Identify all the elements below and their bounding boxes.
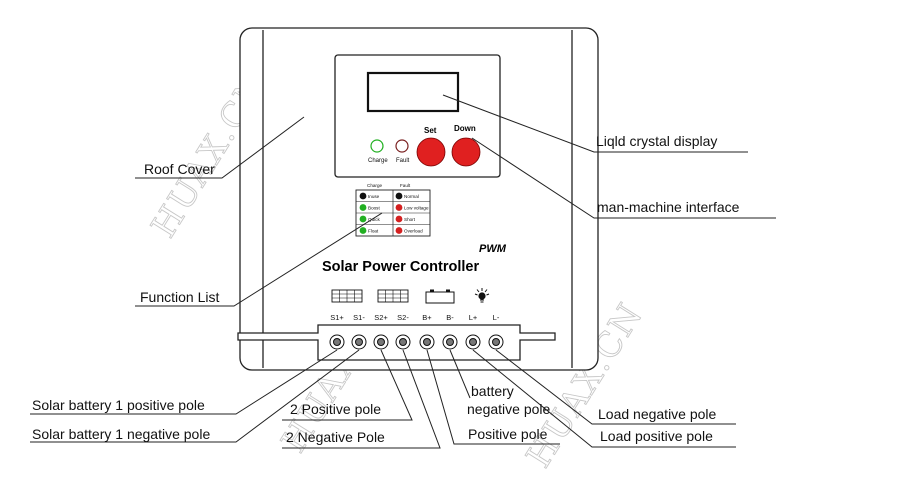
terminal-screw (465, 334, 481, 350)
terminal-label-l-neg: L- (493, 313, 500, 322)
quick-indicator-icon (359, 215, 367, 223)
leader-l-neg (495, 349, 736, 425)
battery-icon (425, 289, 455, 304)
callout-s1-neg: Solar battery 1 negative pole (32, 426, 210, 442)
callout-s2-neg: 2 Negative Pole (286, 429, 385, 445)
overload-indicator-icon (395, 227, 403, 234)
terminal-label-s1-neg: S1- (353, 313, 365, 322)
fault-label: Fault (396, 158, 410, 164)
callout-labels: Liqld crystal display man-machine interf… (32, 133, 740, 445)
normal-indicator-icon (395, 192, 403, 200)
function-list-header-fault: Fault (400, 183, 411, 188)
leader-s2-pos (282, 349, 413, 421)
function-row-1-left: Inuse (368, 194, 380, 199)
terminal-screw (419, 334, 435, 350)
leader-roof (135, 116, 305, 179)
callout-s1-pos: Solar battery 1 positive pole (32, 397, 205, 413)
leader-s2-neg (282, 349, 441, 449)
float-indicator-icon (359, 227, 367, 234)
fault-indicator-icon (395, 139, 409, 153)
leader-l-pos (472, 349, 736, 448)
down-button-label: Down (454, 124, 476, 133)
leader-lcd (442, 94, 748, 153)
callout-load-pos: Load positive pole (600, 428, 713, 444)
terminal-labels: S1+ S1- S2+ S2- B+ B- L+ L- (330, 313, 500, 322)
leader-lines (30, 94, 776, 449)
inuse-indicator-icon (359, 192, 367, 200)
set-button[interactable] (416, 137, 446, 167)
low-voltage-indicator-icon (395, 204, 403, 211)
lcd-screen (366, 71, 460, 113)
function-row-4-left: Float (368, 229, 379, 234)
leader-function-list (135, 212, 383, 307)
callout-hmi: man-machine interface (597, 199, 740, 215)
terminal-label-s2-pos: S2+ (374, 313, 388, 322)
callout-load-neg: Load negative pole (598, 406, 717, 422)
leader-b-neg (449, 349, 471, 399)
boost-indicator-icon (359, 204, 367, 211)
function-row-3-left: Quick (368, 217, 380, 222)
callout-battery-neg-line1: battery (471, 383, 514, 399)
leader-s1-neg (30, 349, 360, 443)
callout-s2-pos: 2 Positive pole (290, 401, 381, 417)
control-panel: Charge Fault Set Down (334, 54, 501, 178)
function-row-3-right: Short (404, 217, 416, 222)
leader-b-pos (426, 349, 560, 445)
charge-label: Charge (368, 158, 388, 164)
function-row-4-right: Overload (404, 229, 423, 234)
callout-battery-neg-line2: negative pole (467, 401, 551, 417)
down-button[interactable] (451, 137, 481, 167)
terminal-screw (329, 334, 345, 350)
pwm-label: PWM (479, 243, 507, 255)
terminal-label-l-pos: L+ (469, 313, 478, 322)
lamp-icon (474, 288, 490, 303)
solar-panel-2-icon (377, 289, 409, 303)
set-button-label: Set (424, 126, 437, 135)
callout-battery-pos: Positive pole (468, 426, 548, 442)
terminal-screw (373, 334, 389, 350)
terminal-label-b-neg: B- (446, 313, 454, 322)
terminal-label-s2-neg: S2- (397, 313, 409, 322)
terminal-label-b-pos: B+ (422, 313, 432, 322)
terminal-screw (488, 334, 504, 350)
function-row-2-left: Boost (368, 206, 380, 211)
function-list-header-charge: Charge (367, 183, 383, 188)
terminal-screw (395, 334, 411, 350)
device-title: Solar Power Controller (322, 259, 479, 275)
short-indicator-icon (395, 215, 403, 223)
terminal-label-s1-pos: S1+ (330, 313, 344, 322)
function-row-2-right: Low voltage (404, 206, 429, 211)
function-list: Charge Fault Inuse Boost Quick Float Nor… (355, 183, 431, 237)
callout-function-list: Function List (140, 289, 219, 305)
charge-indicator-icon (370, 139, 384, 153)
callout-lcd: Liqld crystal display (596, 133, 717, 149)
callout-roof: Roof Cover (144, 161, 215, 177)
terminal-screw (442, 334, 458, 350)
terminal-screw (351, 334, 367, 350)
leader-hmi (471, 137, 776, 219)
terminal-screws (329, 334, 504, 350)
function-row-1-right: Normal (404, 194, 419, 199)
leader-s1-pos (30, 349, 338, 415)
solar-panel-1-icon (331, 289, 363, 303)
